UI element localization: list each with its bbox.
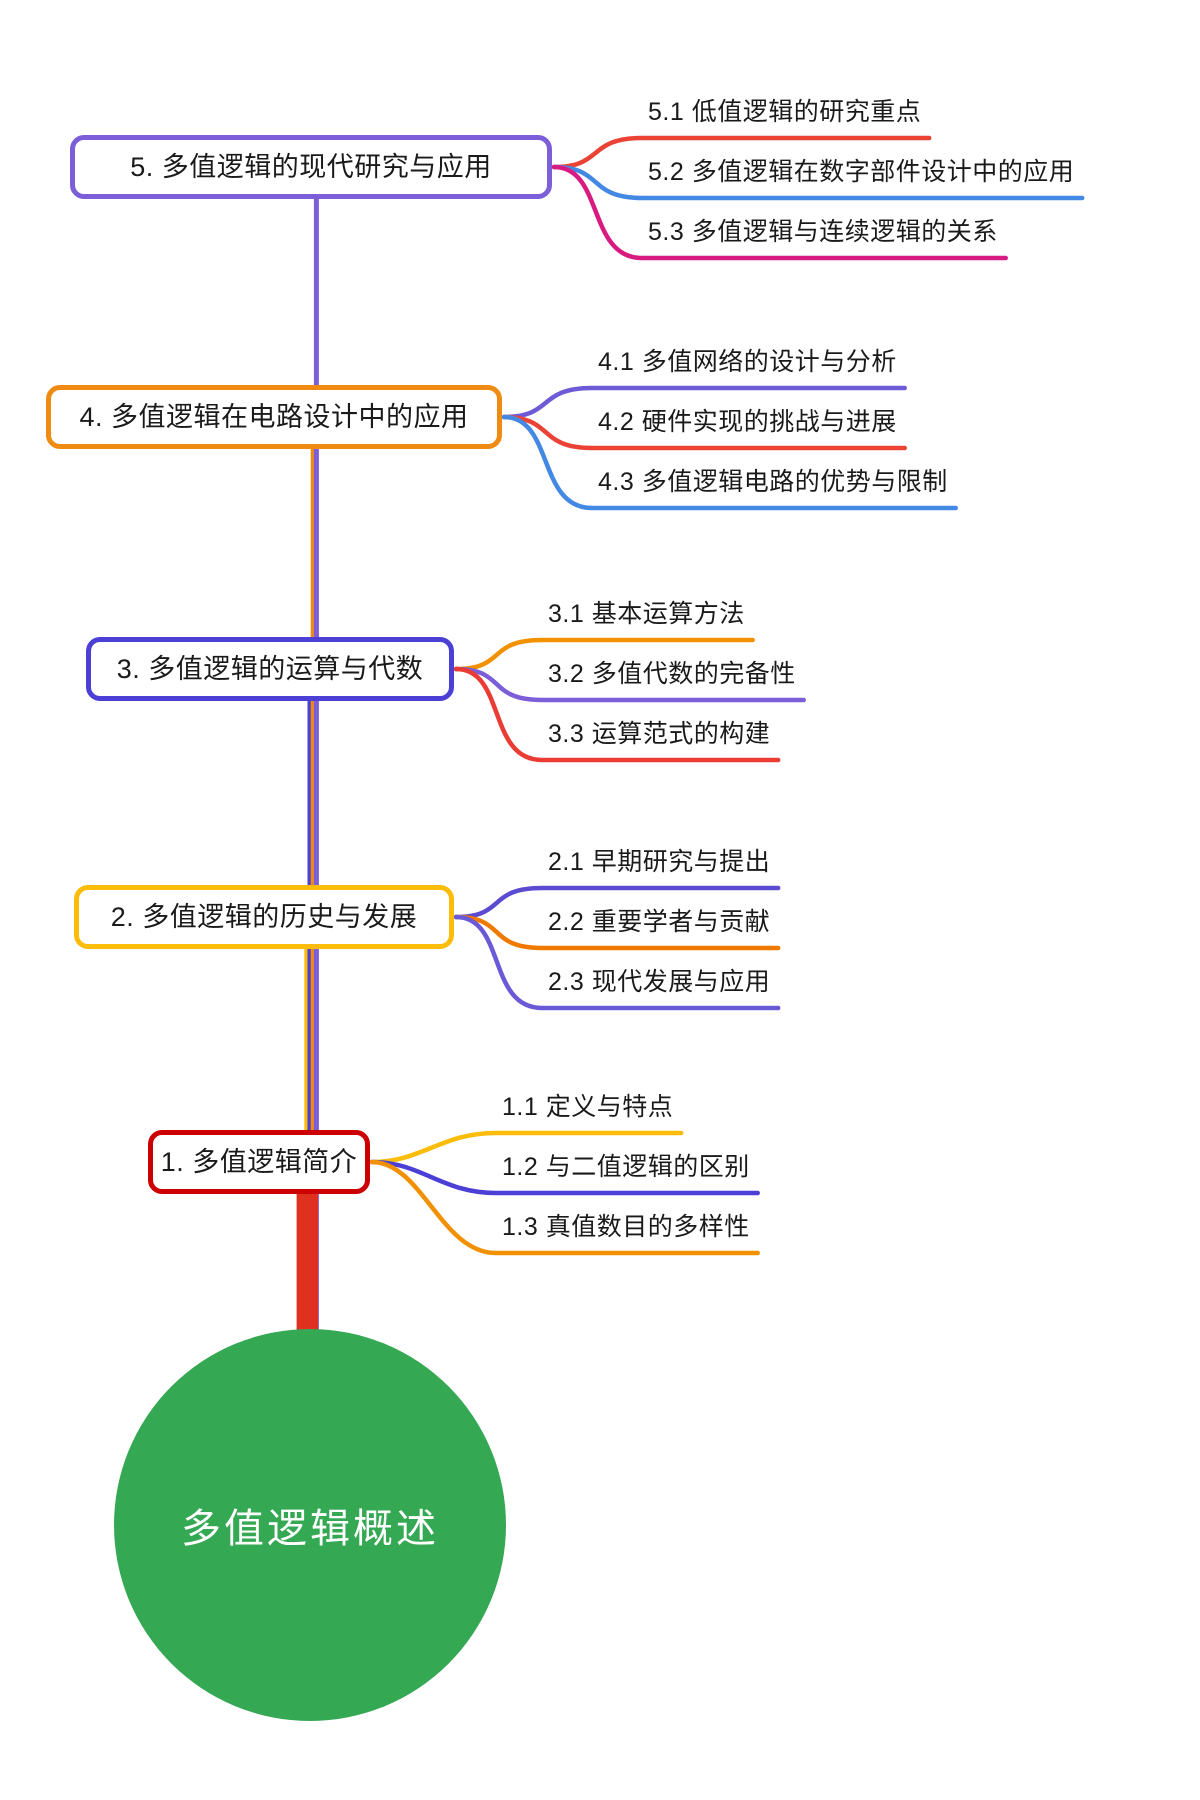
leaf-node-1-3[interactable]: 1.3 真值数目的多样性 — [502, 1215, 750, 1240]
leaf-node-3-3[interactable]: 3.3 运算范式的构建 — [548, 722, 770, 747]
leaf-node-4-2[interactable]: 4.2 硬件实现的挑战与进展 — [598, 410, 897, 435]
leaf-node-1-1[interactable]: 1.1 定义与特点 — [502, 1095, 673, 1120]
leaf-node-label: 4.1 多值网络的设计与分析 — [598, 348, 897, 376]
leaf-node-5-3[interactable]: 5.3 多值逻辑与连续逻辑的关系 — [648, 220, 998, 245]
topic-node-3[interactable]: 3. 多值逻辑的运算与代数 — [86, 637, 454, 701]
topic-node-label: 3. 多值逻辑的运算与代数 — [116, 653, 424, 684]
leaf-node-label: 3.3 运算范式的构建 — [548, 720, 771, 748]
topic-node-label: 1. 多值逻辑简介 — [160, 1146, 358, 1177]
leaf-node-label: 4.2 硬件实现的挑战与进展 — [598, 408, 897, 436]
topic-node-5[interactable]: 5. 多值逻辑的现代研究与应用 — [70, 135, 552, 199]
leaf-node-3-1[interactable]: 3.1 基本运算方法 — [548, 602, 745, 627]
leaf-node-2-1[interactable]: 2.1 早期研究与提出 — [548, 850, 770, 875]
leaf-node-label: 2.1 早期研究与提出 — [548, 848, 771, 876]
leaf-node-5-2[interactable]: 5.2 多值逻辑在数字部件设计中的应用 — [648, 160, 1074, 185]
root-node-label: 多值逻辑概述 — [181, 1507, 439, 1551]
leaf-node-label: 2.2 重要学者与贡献 — [548, 908, 771, 936]
leaf-node-label: 1.1 定义与特点 — [502, 1093, 674, 1121]
topic-node-2[interactable]: 2. 多值逻辑的历史与发展 — [74, 885, 454, 949]
topic-node-label: 5. 多值逻辑的现代研究与应用 — [130, 151, 492, 182]
leaf-node-label: 2.3 现代发展与应用 — [548, 968, 771, 996]
root-node[interactable]: 多值逻辑概述 — [114, 1329, 506, 1721]
topic-node-label: 4. 多值逻辑在电路设计中的应用 — [79, 401, 469, 432]
leaf-node-label: 3.2 多值代数的完备性 — [548, 660, 796, 688]
leaf-node-2-2[interactable]: 2.2 重要学者与贡献 — [548, 910, 770, 935]
topic-node-1[interactable]: 1. 多值逻辑简介 — [148, 1130, 370, 1194]
leaf-node-label: 3.1 基本运算方法 — [548, 600, 745, 628]
leaf-node-label: 5.2 多值逻辑在数字部件设计中的应用 — [648, 158, 1075, 186]
leaf-node-label: 1.2 与二值逻辑的区别 — [502, 1153, 750, 1181]
leaf-node-label: 5.3 多值逻辑与连续逻辑的关系 — [648, 218, 998, 246]
leaf-node-4-1[interactable]: 4.1 多值网络的设计与分析 — [598, 350, 897, 375]
leaf-node-5-1[interactable]: 5.1 低值逻辑的研究重点 — [648, 100, 921, 125]
leaf-node-label: 5.1 低值逻辑的研究重点 — [648, 98, 922, 126]
leaf-node-label: 4.3 多值逻辑电路的优势与限制 — [598, 468, 948, 496]
leaf-node-3-2[interactable]: 3.2 多值代数的完备性 — [548, 662, 796, 687]
topic-node-4[interactable]: 4. 多值逻辑在电路设计中的应用 — [46, 385, 502, 449]
leaf-node-label: 1.3 真值数目的多样性 — [502, 1213, 750, 1241]
leaf-node-4-3[interactable]: 4.3 多值逻辑电路的优势与限制 — [598, 470, 948, 495]
leaf-node-2-3[interactable]: 2.3 现代发展与应用 — [548, 970, 770, 995]
topic-node-label: 2. 多值逻辑的历史与发展 — [110, 901, 418, 932]
leaf-node-1-2[interactable]: 1.2 与二值逻辑的区别 — [502, 1155, 750, 1180]
